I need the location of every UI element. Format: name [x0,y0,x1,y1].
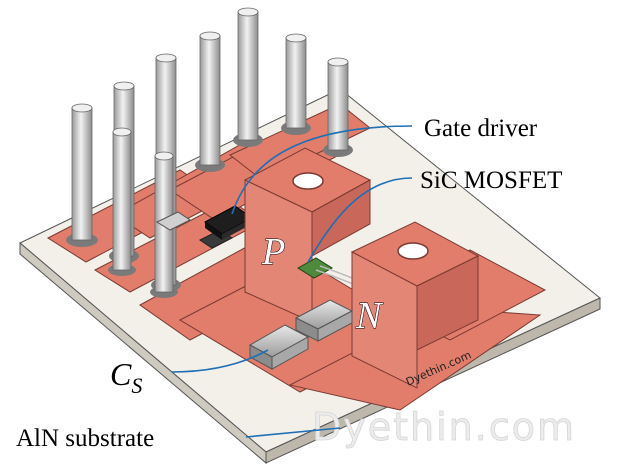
pin [281,33,311,135]
sic-mosfet-leader [307,177,413,263]
n-terminal-label: N [355,295,384,337]
aln-substrate-label: AlN substrate [16,425,154,452]
cs-label-main: C [110,356,132,392]
large-watermark: Dyethin.com [312,405,576,449]
cs-leader [171,349,269,373]
p-terminal-label: P [261,231,285,273]
pin [108,127,136,276]
sic-mosfet-label: SiC MOSFET [420,167,562,194]
pin [66,103,98,247]
cs-label-subscript: S [131,373,142,398]
leader-lines [171,125,413,438]
cs-label: CS [110,356,142,398]
pin [323,57,353,157]
gate-driver-label: Gate driver [424,115,538,142]
pin [233,7,263,147]
snubber-capacitors [248,299,354,370]
pin [195,31,225,172]
gate-driver-leader [231,125,413,215]
aln-leader [245,427,341,438]
